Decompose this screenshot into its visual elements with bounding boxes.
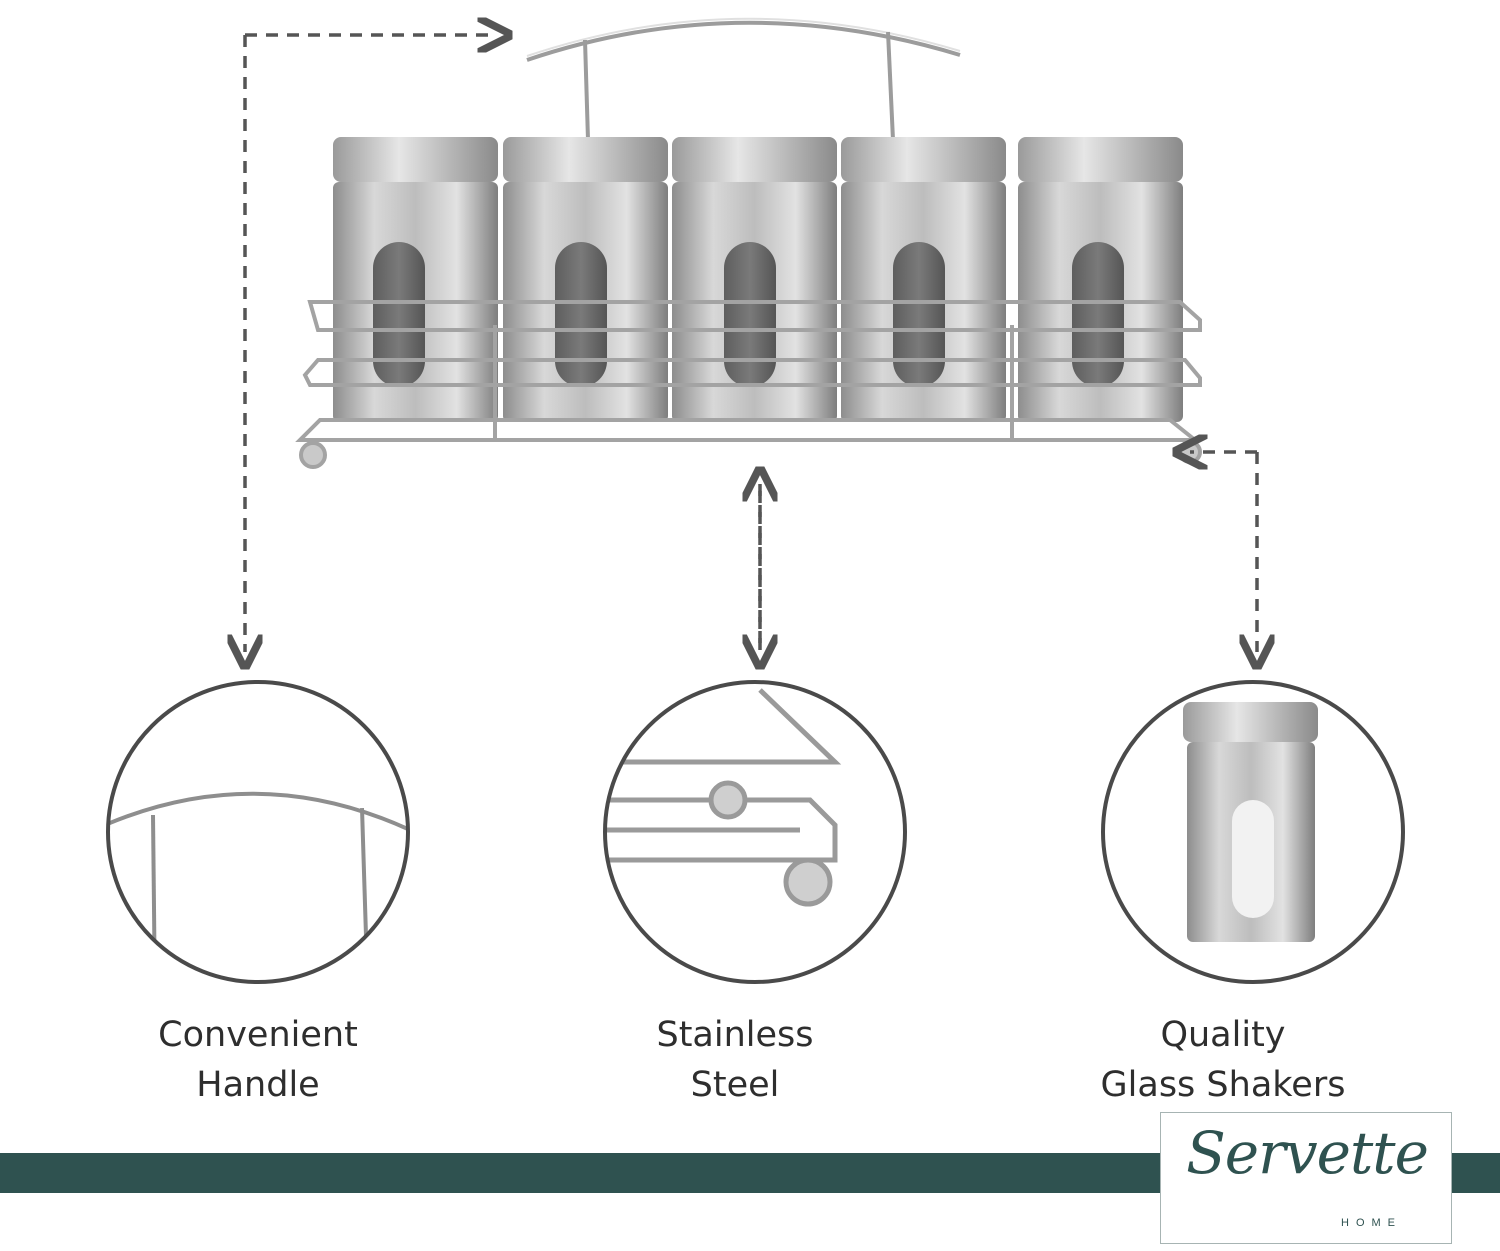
shaker-row <box>333 137 1183 422</box>
shaker-1 <box>333 137 498 422</box>
feature-label-handle: Convenient Handle <box>78 1010 438 1110</box>
feature-line: Steel <box>690 1065 780 1105</box>
detail-circle-steel <box>603 680 907 984</box>
feature-line: Quality <box>1160 1015 1286 1055</box>
feature-line: Stainless <box>656 1015 814 1055</box>
shaker-2 <box>503 137 668 422</box>
feature-label-glass: Quality Glass Shakers <box>1043 1010 1403 1110</box>
feature-label-steel: Stainless Steel <box>555 1010 915 1110</box>
brand-name: Servette <box>1186 1119 1429 1187</box>
arrow-handle <box>245 35 495 652</box>
arrow-glass <box>1190 452 1257 652</box>
feature-line: Convenient <box>158 1015 358 1055</box>
feature-line: Handle <box>196 1065 320 1105</box>
shaker-3 <box>672 137 837 422</box>
detail-circle-glass <box>1101 680 1405 984</box>
rack-handle <box>526 17 961 141</box>
feature-line: Glass Shakers <box>1100 1065 1346 1105</box>
shaker-4 <box>841 137 1006 422</box>
brand-logo: Servette HOME <box>1160 1112 1452 1244</box>
detail-circle-handle <box>106 680 410 984</box>
brand-sub: HOME <box>1341 1217 1402 1229</box>
shaker-5 <box>1018 137 1183 422</box>
